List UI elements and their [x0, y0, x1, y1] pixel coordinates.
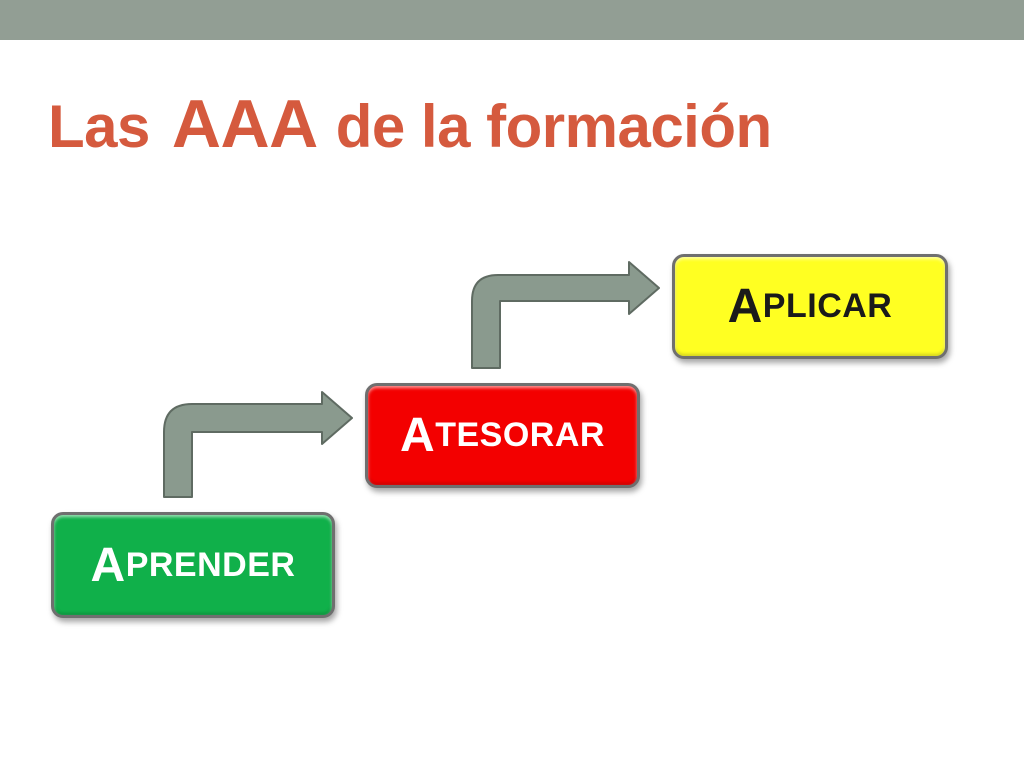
step-aprender: Aprender [51, 512, 335, 618]
step-aprender-initial: A [90, 538, 126, 592]
step-aplicar: Aplicar [672, 254, 948, 359]
step-aprender-rest: prender [125, 545, 296, 584]
arrow-aprender-to-atesorar [163, 391, 353, 498]
top-bar [0, 0, 1024, 40]
slide-title: Las AAA de la formación [48, 76, 772, 175]
step-aplicar-initial: A [727, 280, 763, 333]
step-atesorar-initial: A [400, 409, 436, 462]
title-part-las: Las [48, 93, 150, 160]
arrow-atesorar-to-aplicar [471, 261, 660, 369]
title-part-aaa: AAA [171, 86, 318, 162]
step-atesorar: Atesorar [365, 383, 640, 488]
step-aplicar-rest: plicar [762, 287, 893, 325]
title-part-formacion: de la formación [335, 93, 772, 160]
step-atesorar-rest: tesorar [435, 416, 605, 454]
